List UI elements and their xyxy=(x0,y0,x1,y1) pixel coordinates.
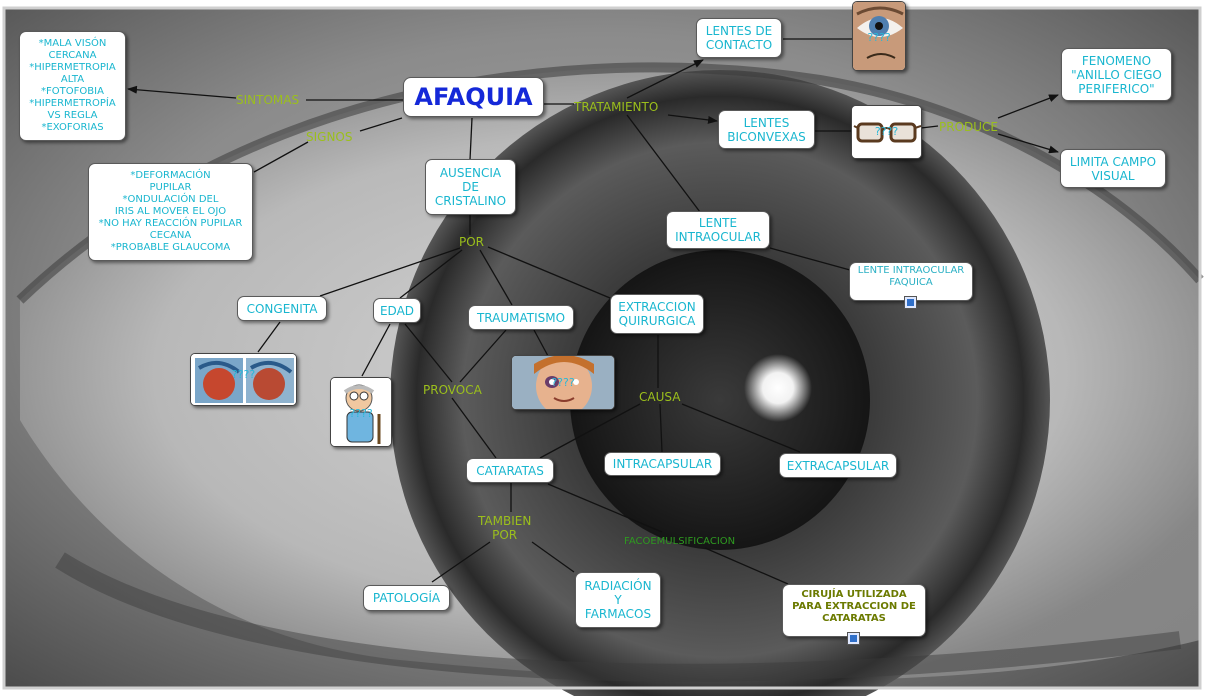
node-lente-faquica[interactable]: LENTE INTRAOCULAR FAQUICA xyxy=(849,262,973,301)
node-cataratas[interactable]: CATARATAS xyxy=(466,458,554,483)
glasses-image[interactable]: ???? xyxy=(851,105,922,159)
phrase-provoca: PROVOCA xyxy=(423,383,482,397)
old-man-icon xyxy=(331,378,391,446)
link-por-congenita xyxy=(319,247,461,297)
image-placeholder-text: ???? xyxy=(867,30,891,44)
trauma-face-icon xyxy=(512,356,614,409)
link-causa-cataratas xyxy=(539,403,641,459)
eye-anatomy-icon xyxy=(191,354,296,405)
image-placeholder-text: ???? xyxy=(349,406,373,420)
link-tambien-patologia xyxy=(431,541,491,583)
node-lentes-biconvexas[interactable]: LENTES BICONVEXAS xyxy=(718,110,815,149)
phrase-tratamiento: TRATAMIENTO xyxy=(574,100,659,114)
link-image-produce xyxy=(920,125,939,129)
film-icon[interactable] xyxy=(904,296,917,309)
link-produce-limita xyxy=(997,133,1059,154)
node-lente-intraocular[interactable]: LENTE INTRAOCULAR xyxy=(666,211,770,249)
injured-boy-image[interactable]: ???? xyxy=(511,355,615,410)
image-placeholder-text: ???? xyxy=(551,376,575,390)
link-causa-intracapsular xyxy=(659,403,663,453)
link-signos-list xyxy=(253,141,309,173)
congenital-eye-image[interactable]: ???? xyxy=(190,353,297,406)
link-intraocular-faquica xyxy=(769,247,851,271)
link-por-traumatismo xyxy=(479,249,513,306)
link-tambien-radiacion xyxy=(531,541,575,573)
node-limita-campo[interactable]: LIMITA CAMPO VISUAL xyxy=(1060,149,1166,188)
node-patologia[interactable]: PATOLOGÍA xyxy=(363,585,450,611)
film-icon[interactable] xyxy=(847,632,860,645)
title-afaquia[interactable]: AFAQUIA xyxy=(403,77,544,117)
link-congenita-image xyxy=(257,321,281,353)
link-tratamiento-biconvexas xyxy=(667,114,718,124)
node-traumatismo[interactable]: TRAUMATISMO xyxy=(468,305,574,330)
node-sintomas-list[interactable]: *MALA VISÓN CERCANA *HIPERMETROPIA ALTA … xyxy=(19,31,126,141)
link-por-extraccion xyxy=(487,246,611,299)
link-edad-image xyxy=(361,323,391,377)
phrase-signos: SIGNOS xyxy=(306,130,353,144)
image-placeholder-text: ???? xyxy=(874,124,899,138)
link-por-edad xyxy=(399,249,463,299)
phrase-por: POR xyxy=(459,235,485,249)
link-title-signos xyxy=(359,117,403,132)
node-cirugia-cataratas[interactable]: CIRUJÍA UTILIZADA PARA EXTRACCION DE CAT… xyxy=(782,584,926,637)
node-extracapsular[interactable]: EXTRACAPSULAR xyxy=(779,453,897,478)
link-cataratas-faco xyxy=(547,483,663,533)
node-congenita[interactable]: CONGENITA xyxy=(237,296,327,321)
contact-lens-eye-image[interactable]: ???? xyxy=(852,1,906,71)
eye-closeup-icon xyxy=(853,2,905,70)
link-title-ausencia xyxy=(469,117,473,161)
phrase-causa: CAUSA xyxy=(639,390,681,404)
node-lentes-contacto[interactable]: LENTES DE CONTACTO xyxy=(696,18,782,58)
node-fenomeno-anillo[interactable]: FENOMENO "ANILLO CIEGO PERIFERICO" xyxy=(1061,48,1172,101)
phrase-tambien-por: TAMBIEN POR xyxy=(478,514,532,542)
node-extraccion-quirurgica[interactable]: EXTRACCION QUIRURGICA xyxy=(610,294,704,334)
link-sintomas-list xyxy=(127,85,237,99)
node-radiacion-farmacos[interactable]: RADIACIÓN Y FARMACOS xyxy=(575,572,661,628)
phrase-produce: PRODUCE xyxy=(939,120,999,134)
link-tratamiento-contacto xyxy=(626,59,704,99)
phrase-sintomas: SINTOMAS xyxy=(236,93,300,107)
link-provoca-cataratas xyxy=(451,397,497,459)
link-faco-cirugia xyxy=(704,547,789,585)
image-placeholder-text: ???? xyxy=(231,368,256,382)
phrase-facoemulsificacion: FACOEMULSIFICACION xyxy=(624,536,736,547)
link-edad-provoca xyxy=(404,323,453,383)
node-signos-list[interactable]: *DEFORMACIÓN PUPILAR *ONDULACIÓN DEL IRI… xyxy=(88,163,253,261)
node-edad[interactable]: EDAD xyxy=(373,298,421,323)
node-intracapsular[interactable]: INTRACAPSULAR xyxy=(604,452,721,476)
link-tratamiento-intraocular xyxy=(626,114,701,213)
link-produce-fenomeno xyxy=(997,94,1059,119)
link-traumatismo-provoca xyxy=(459,329,507,383)
glasses-icon xyxy=(852,106,921,158)
elderly-man-image[interactable]: ???? xyxy=(330,377,392,447)
node-ausencia-cristalino[interactable]: AUSENCIA DE CRISTALINO xyxy=(425,159,516,215)
link-causa-extracapsular xyxy=(681,403,801,453)
link-traumatismo-image xyxy=(533,329,549,357)
